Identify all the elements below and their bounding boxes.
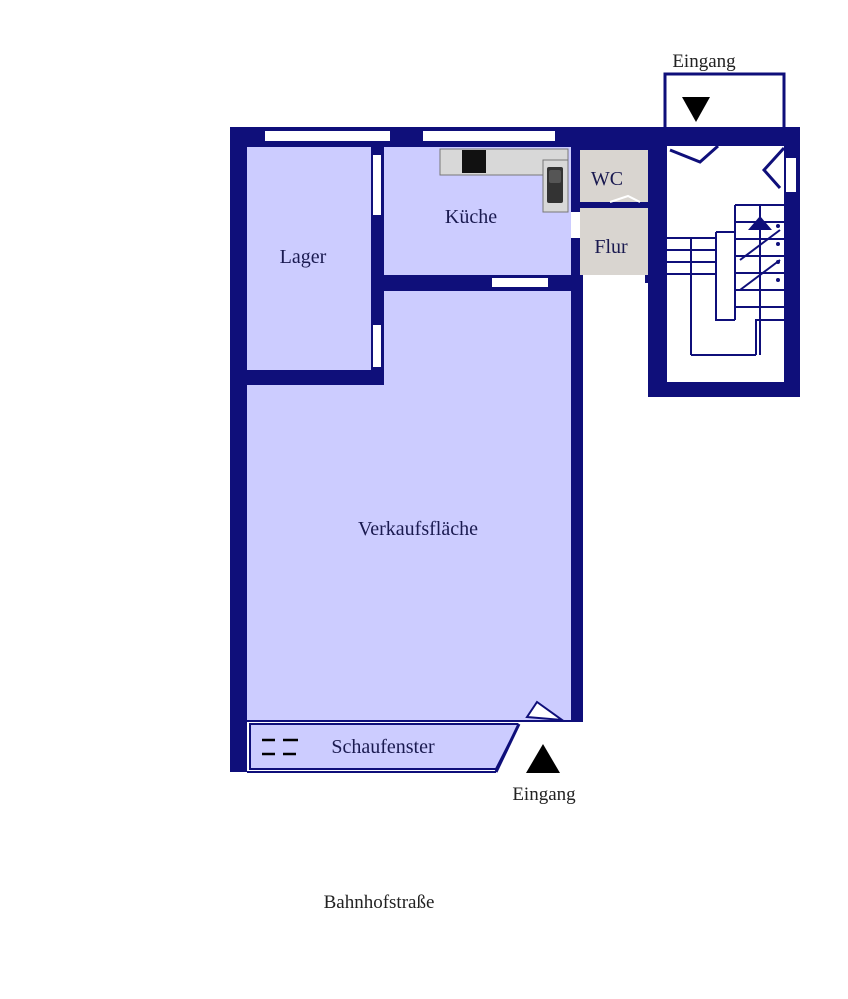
- entrance-door-line: [494, 723, 521, 773]
- window-top-1: [265, 131, 390, 141]
- room-wc: [580, 150, 650, 202]
- stairs-right: [734, 204, 784, 355]
- stair-dots: [776, 224, 780, 282]
- door-lager-verkauf: [373, 325, 381, 367]
- label-wc: WC: [591, 168, 623, 190]
- room-lager-lower-cut: [247, 385, 384, 720]
- door-lager-kueche: [373, 155, 381, 215]
- label-eingang-bottom: Eingang: [512, 784, 576, 805]
- label-kueche: Küche: [445, 206, 497, 228]
- entrance-canopy: [663, 72, 786, 127]
- window-top-2: [423, 131, 555, 141]
- stair-door-2: [761, 146, 786, 189]
- service-bottom-gap: [583, 275, 645, 283]
- entrance-top-arrow-icon: [682, 97, 710, 122]
- room-flur: [580, 208, 650, 275]
- sink-basin-icon: [549, 170, 561, 183]
- flur-opening: [571, 212, 580, 238]
- label-eingang-top: Eingang: [672, 51, 736, 72]
- schaufenster-marks: [262, 738, 298, 756]
- stairwell-window: [784, 156, 798, 194]
- stairs-left: [667, 231, 756, 356]
- label-verkaufsflaeche: Verkaufsfläche: [358, 518, 478, 540]
- wall-lager-bottom: [247, 370, 384, 385]
- stairwell-interior: [667, 146, 784, 382]
- room-verkauf-upper: [384, 291, 571, 391]
- wc-door: [609, 194, 641, 203]
- door-kueche-verkauf: [492, 278, 548, 287]
- stair-up-arrow-icon: [748, 216, 772, 230]
- label-schaufenster: Schaufenster: [331, 736, 435, 758]
- label-lager: Lager: [280, 246, 327, 268]
- label-street: Bahnhofstraße: [324, 892, 435, 913]
- label-flur: Flur: [594, 236, 628, 258]
- entrance-bottom-arrow-icon: [526, 744, 560, 773]
- stair-door-1: [669, 144, 719, 164]
- cooktop-icon: [462, 150, 486, 173]
- entrance-door-leaf: [525, 700, 566, 722]
